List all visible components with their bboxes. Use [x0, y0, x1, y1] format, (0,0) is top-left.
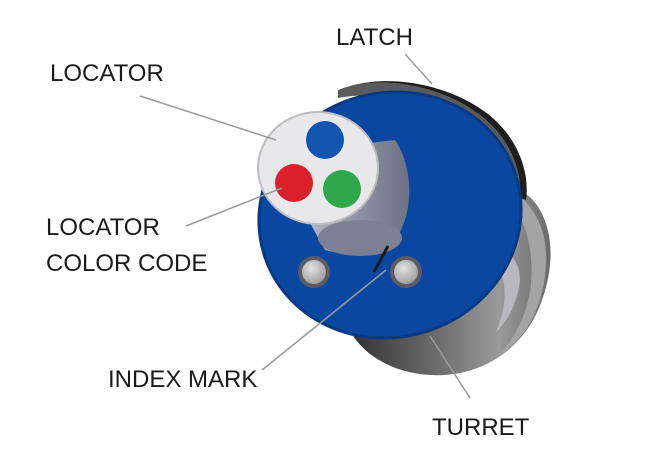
- latch-label: LATCH: [336, 24, 413, 51]
- locator-dot-green: [323, 170, 361, 208]
- index-mark-leader: [261, 269, 387, 371]
- locator-color-code-label-line1: LOCATOR: [46, 214, 160, 241]
- index-mark-label: INDEX MARK: [108, 366, 258, 393]
- locator-dot-blue: [306, 121, 344, 159]
- pin-right: [390, 256, 422, 288]
- pin-left: [298, 256, 330, 288]
- index-mark: [372, 245, 390, 273]
- locator-color-code-leader: [185, 187, 283, 227]
- leader-lines: [139, 53, 471, 399]
- locator-disc: [257, 111, 379, 225]
- locator-color-code-label-line2: COLOR CODE: [46, 250, 208, 277]
- turret-label: TURRET: [432, 414, 530, 441]
- latch-leader: [404, 53, 433, 85]
- locator-leader: [139, 95, 277, 141]
- turret-leader: [429, 335, 471, 399]
- locator-label: LOCATOR: [50, 60, 164, 87]
- locator-dot-red: [275, 164, 313, 202]
